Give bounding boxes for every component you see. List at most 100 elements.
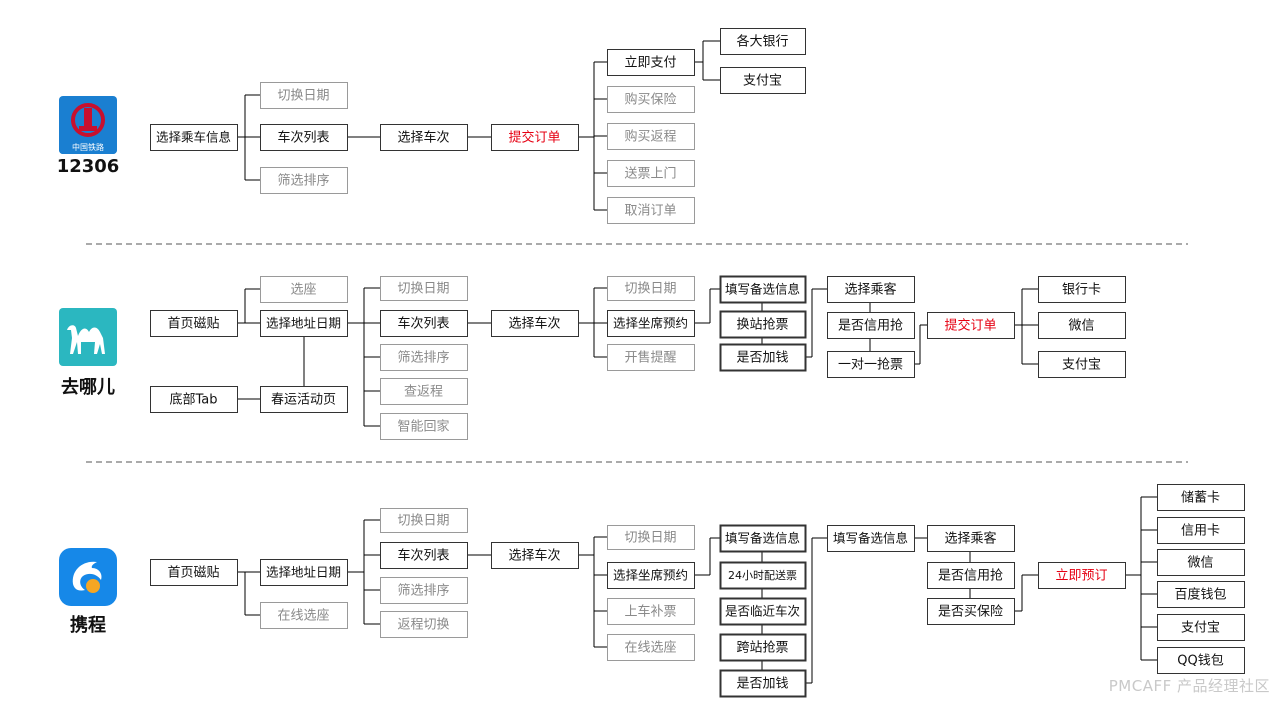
flow-node-box [1038, 351, 1126, 378]
flow-node: 支付宝 [1038, 351, 1126, 378]
flow-node-label: 是否加钱 [736, 677, 788, 692]
flow-node-label: 微信 [1068, 319, 1094, 334]
flow-node: 是否临近车次 [719, 597, 807, 626]
flow-node-label: 是否加钱 [736, 351, 788, 366]
flow-node-box [927, 598, 1015, 625]
flow-node-box [380, 508, 468, 533]
flow-node: 是否加钱 [719, 669, 807, 698]
flow-node: 切换日期 [607, 276, 695, 301]
flow-node: 提交订单 [927, 312, 1015, 339]
flow-node: 首页磁贴 [150, 559, 238, 586]
flow-node: 返程切换 [380, 611, 468, 638]
flow-node-label: 填写备选信息 [725, 282, 800, 297]
flow-node-box [719, 310, 807, 339]
flow-node-box [719, 669, 807, 698]
logo-qunar [59, 308, 117, 366]
flow-node-label: 选择地址日期 [266, 316, 341, 331]
flow-node: 立即支付 [607, 49, 695, 76]
flow-node: 切换日期 [380, 276, 468, 301]
flow-node-box [827, 312, 915, 339]
flow-node-label: 跨站抢票 [736, 640, 788, 656]
flow-node-label: 首页磁贴 [167, 317, 219, 332]
flow-node-label: 填写备选信息 [725, 531, 800, 546]
flow-node-label: 选择地址日期 [266, 565, 341, 580]
app-name-12306: 12306 [56, 156, 120, 177]
flow-node-label: 开售提醒 [624, 350, 676, 366]
flow-node-box [607, 525, 695, 550]
flow-node-box [380, 577, 468, 604]
flow-node-label: 首页磁贴 [167, 566, 219, 581]
flow-node-label: 春运活动页 [271, 393, 336, 408]
flow-node-box [150, 559, 238, 586]
flow-node-box [927, 525, 1015, 552]
flow-node-label: 筛选排序 [397, 584, 449, 599]
flow-node-box [1038, 312, 1126, 339]
flow-node: 是否信用抢 [927, 562, 1015, 589]
flow-node-box [491, 124, 579, 151]
flow-node: 筛选排序 [380, 344, 468, 371]
flow-node-label: 选座 [290, 283, 316, 298]
camel-logo-icon [67, 325, 105, 354]
flow-node: 选择乘客 [827, 276, 915, 303]
flow-node-box [607, 344, 695, 371]
flow-node: 车次列表 [380, 542, 468, 569]
flow-node-box [260, 276, 348, 303]
flow-node-label: 选择乘客 [944, 531, 996, 547]
flow-node-label: 百度钱包 [1174, 587, 1226, 603]
flow-node-box [720, 67, 806, 94]
flow-node: 信用卡 [1157, 517, 1245, 544]
flow-node: 换站抢票 [719, 310, 807, 339]
flow-node-label: 各大银行 [736, 34, 788, 50]
flow-node-label: 选择坐席预约 [613, 316, 688, 331]
flow-node-label: 筛选排序 [277, 174, 329, 189]
flow-node-label: 储蓄卡 [1181, 491, 1220, 506]
flow-node-label: 选择车次 [508, 548, 560, 564]
flow-node: 支付宝 [1157, 614, 1245, 641]
flow-node-box [380, 413, 468, 440]
flow-node: 微信 [1157, 549, 1245, 576]
flow-node: 提交订单 [491, 124, 579, 151]
app-name-qunar: 去哪儿 [61, 377, 115, 398]
flow-node-box [380, 542, 468, 569]
flow-node: 选择乘客 [927, 525, 1015, 552]
flow-node: 支付宝 [720, 67, 806, 94]
flow-node-box [719, 524, 807, 553]
flow-node-box [1038, 562, 1126, 589]
flow-node-box [607, 160, 695, 187]
flow-node-box [380, 611, 468, 638]
flow-node: 车次列表 [380, 310, 468, 337]
flow-node-label: 查返程 [404, 385, 443, 400]
flow-node-box [719, 561, 807, 590]
flow-node-box [1157, 647, 1245, 674]
flow-node: QQ钱包 [1157, 647, 1245, 674]
flow-node-box [491, 310, 579, 337]
flow-node: 切换日期 [607, 525, 695, 550]
flow-node: 上车补票 [607, 598, 695, 625]
flow-node-box [1157, 484, 1245, 511]
flow-node-box [380, 124, 468, 151]
flow-node-box [260, 602, 348, 629]
flow-node: 储蓄卡 [1157, 484, 1245, 511]
flow-node-label: 返程切换 [397, 618, 449, 633]
flow-node-box [260, 167, 348, 194]
flow-node: 填写备选信息 [827, 525, 915, 552]
flow-node-box [380, 276, 468, 301]
flow-node: 微信 [1038, 312, 1126, 339]
flow-node-label: 立即支付 [624, 56, 676, 71]
flow-node-box [150, 386, 238, 413]
flow-node-box [260, 124, 348, 151]
flow-node-box [719, 597, 807, 626]
flow-node-box [607, 197, 695, 224]
flow-node-label: 选择车次 [397, 130, 449, 146]
flow-node: 车次列表 [260, 124, 348, 151]
flow-node: 是否加钱 [719, 343, 807, 372]
flow-node-box [1157, 614, 1245, 641]
app-name-ctrip: 携程 [70, 615, 106, 636]
flow-node-box [1157, 517, 1245, 544]
flow-node: 选择坐席预约 [607, 562, 695, 589]
flow-node-box [719, 633, 807, 662]
flow-node-label: 切换日期 [624, 531, 676, 546]
flow-node-box [260, 559, 348, 586]
flow-node-label: 切换日期 [397, 514, 449, 529]
flow-node-label: 填写备选信息 [833, 531, 908, 546]
